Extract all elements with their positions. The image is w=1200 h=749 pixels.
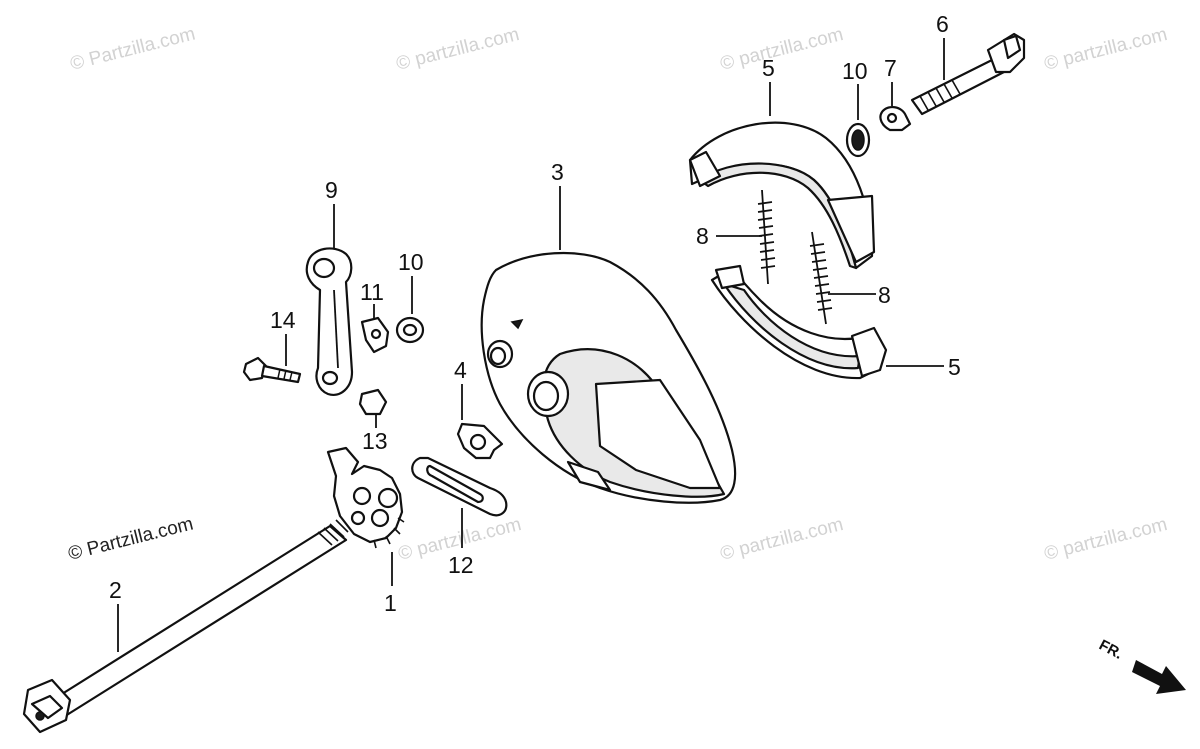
part-adjuster-plate (326, 446, 405, 549)
callout-2: 2 (109, 577, 122, 603)
front-arrow-icon (1132, 660, 1186, 694)
callout-9: 9 (325, 177, 338, 203)
part-nut (358, 388, 388, 416)
part-indicator-washer (879, 106, 912, 132)
callout-10-lower: 10 (398, 249, 424, 275)
callout-5-lower: 5 (948, 354, 961, 380)
part-bolt (242, 356, 302, 384)
callout-8-left: 8 (696, 223, 709, 249)
part-seal-lower (395, 316, 425, 344)
callout-14: 14 (270, 307, 296, 333)
part-seal-upper (845, 122, 871, 158)
callout-6: 6 (936, 11, 949, 37)
watermark-dark: © Partzilla.com (66, 514, 195, 565)
watermark: © partzilla.com (1042, 24, 1169, 75)
part-brake-shoe-lower (710, 264, 888, 380)
part-wear-indicator (360, 316, 390, 354)
part-brake-cam (910, 32, 1026, 116)
callout-5-upper: 5 (762, 55, 775, 81)
front-label: FR. (1096, 637, 1125, 663)
callouts: 1 2 3 4 5 5 6 7 8 8 9 10 10 11 12 13 14 (109, 11, 961, 616)
callout-1: 1 (384, 590, 397, 616)
watermark: © Partzilla.com (68, 24, 197, 75)
callout-11: 11 (360, 279, 384, 305)
part-axle (22, 519, 349, 734)
callout-3: 3 (551, 159, 564, 185)
front-direction-indicator: FR. (1096, 637, 1186, 694)
part-spring-right (809, 231, 833, 325)
part-brake-shoe-upper (688, 121, 876, 270)
watermark: © partzilla.com (1042, 514, 1169, 565)
callout-13: 13 (362, 428, 388, 454)
watermark: © partzilla.com (718, 514, 845, 565)
callout-10-upper: 10 (842, 58, 868, 84)
part-brake-arm (305, 247, 354, 396)
watermark: © partzilla.com (394, 24, 521, 75)
watermark: © partzilla.com (718, 24, 845, 75)
callout-4: 4 (454, 357, 467, 383)
callout-12: 12 (448, 552, 474, 578)
callout-7: 7 (884, 55, 897, 81)
part-brake-panel (480, 251, 737, 504)
part-cam-washer (456, 422, 504, 460)
part-spring-left (757, 189, 776, 285)
part-adjuster-stopper (411, 456, 508, 517)
leader-lines (117, 38, 945, 652)
callout-8-right: 8 (878, 282, 891, 308)
